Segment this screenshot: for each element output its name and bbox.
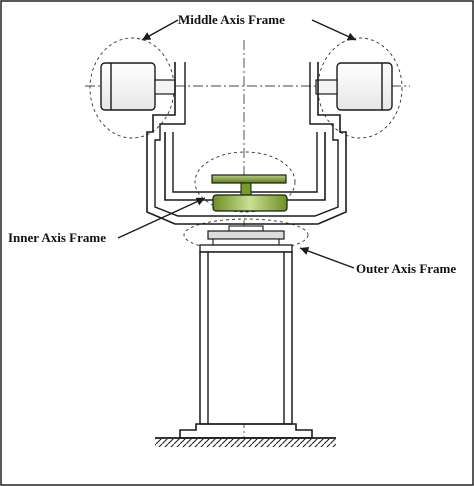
outer-bearing-disc [207,230,285,240]
inner-axis-stem [240,182,252,196]
left-roller-body [100,62,156,111]
inner-axis-top-plate [211,174,287,184]
outer-bearing-top-ring [228,225,264,232]
inner-axis-frame-label: Inner Axis Frame [8,230,106,245]
outer-axis-frame-label: Outer Axis Frame [356,261,456,276]
middle-frame-outer-line [146,62,347,225]
pedestal-cap [199,244,293,253]
inner-axis-ellipse [194,151,296,213]
right-roller-body [336,62,393,111]
middle-label-arrow-right [311,19,357,41]
ground-hatching [155,439,336,447]
pedestal-foot [179,423,313,439]
left-roller-shaft [154,79,176,95]
right-roller-shaft [315,79,338,95]
middle-axis-frame-label: Middle Axis Frame [178,12,285,27]
outer-label-arrow [299,246,355,269]
middle-label-arrow-left [141,19,179,41]
outer-bearing-collar [212,238,280,246]
middle-frame-inner-line [154,62,339,217]
inner-axis-base [212,194,288,212]
pedestal-column [199,251,293,425]
